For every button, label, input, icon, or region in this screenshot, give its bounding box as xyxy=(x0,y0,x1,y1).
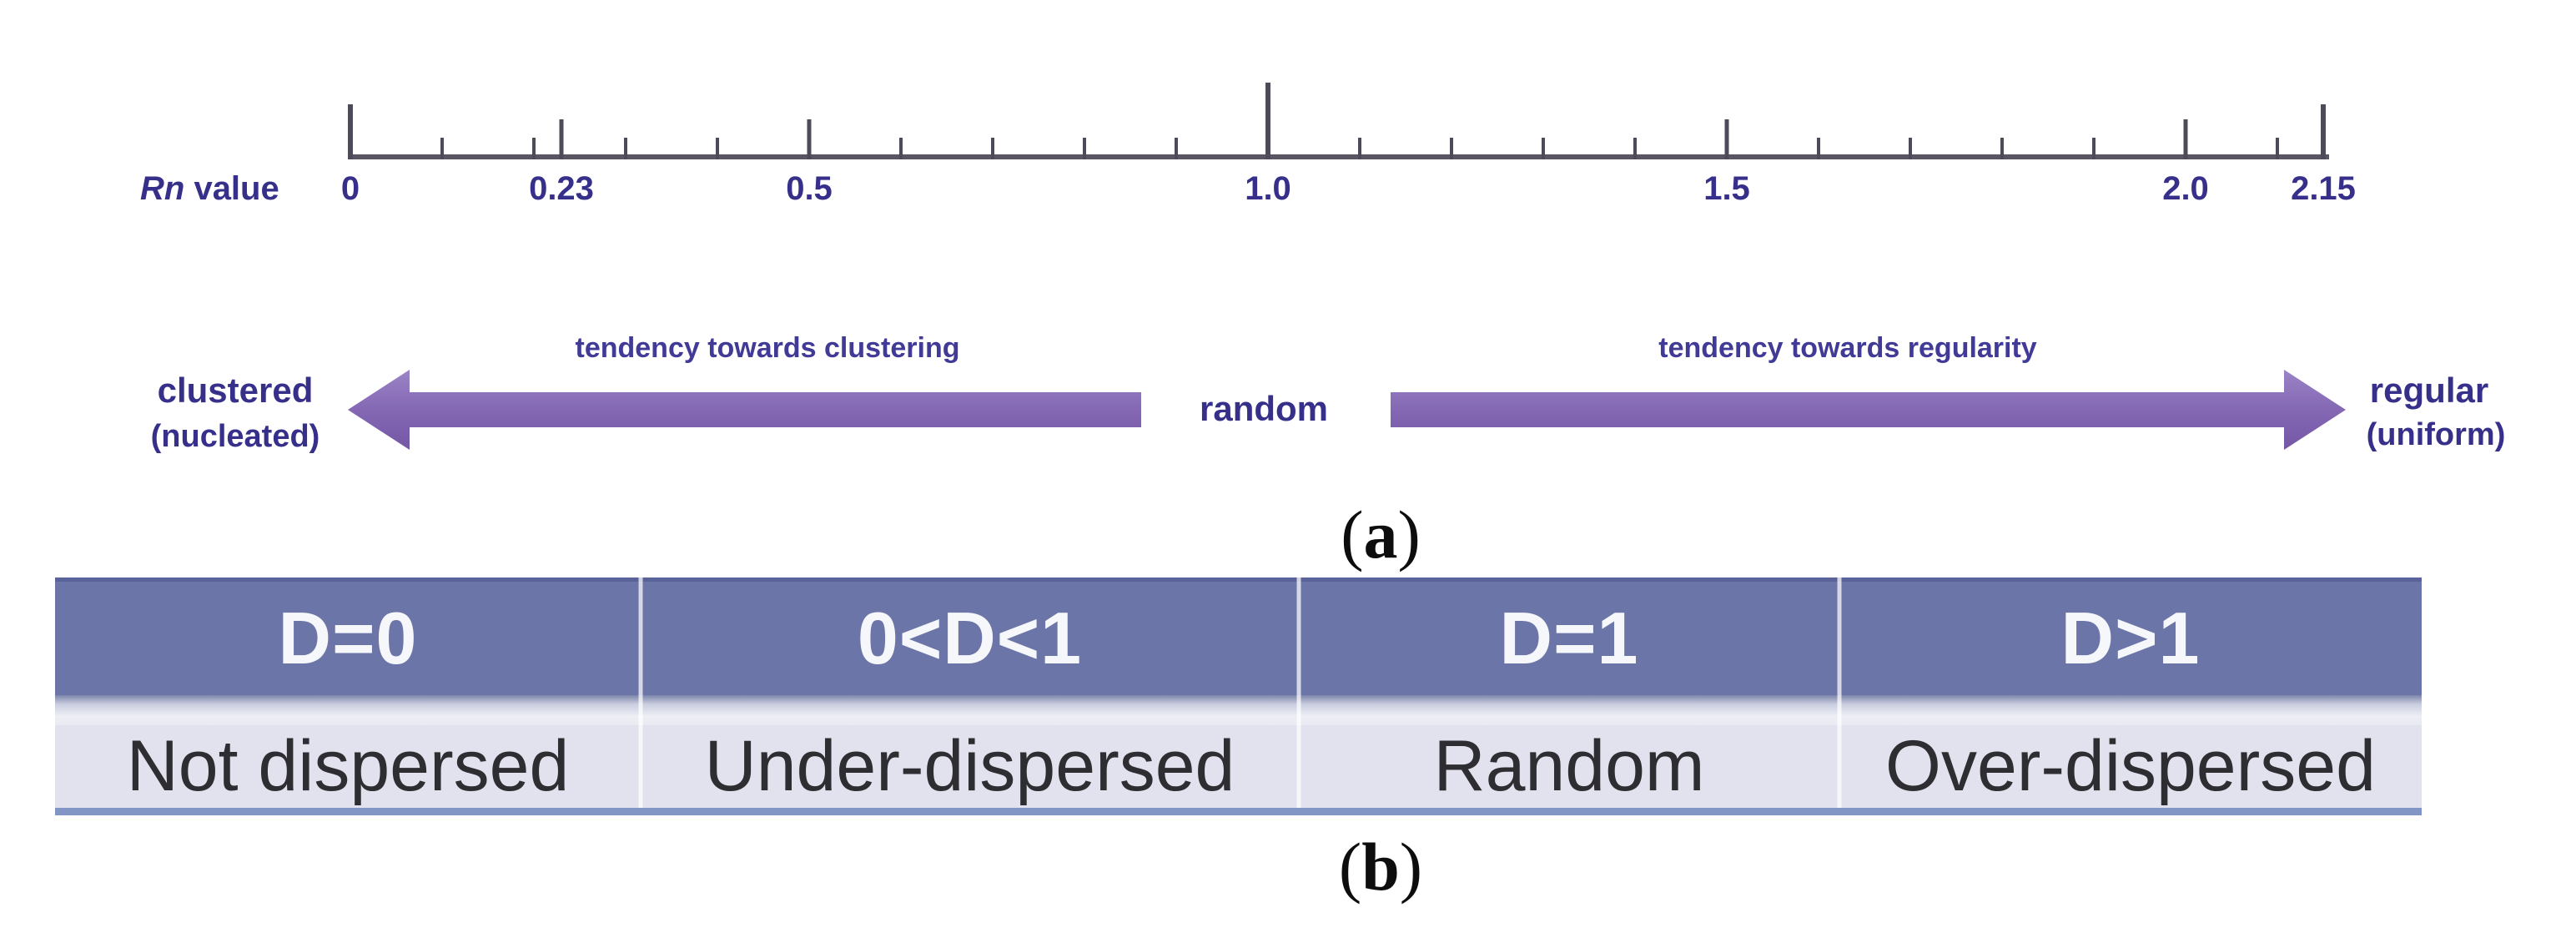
ruler-tick xyxy=(807,119,812,159)
nucleated-label: (nucleated) xyxy=(150,419,320,454)
ruler-tick xyxy=(991,138,994,159)
ruler-tick xyxy=(1817,138,1820,159)
caption-b-close: ) xyxy=(1399,829,1423,905)
ruler-axis-label-italic: Rn xyxy=(140,170,185,207)
ruler-tick xyxy=(2000,138,2004,159)
ruler-tick xyxy=(1724,119,1729,159)
ruler-tick xyxy=(2092,138,2096,159)
table-header-separator xyxy=(55,695,2422,725)
table-column-divider-3 xyxy=(1837,577,1842,808)
ruler-tick xyxy=(1909,138,1912,159)
right-arrow-note: tendency towards regularity xyxy=(1658,332,2037,364)
ruler-tick xyxy=(348,104,353,159)
dispersion-table: D=0 0<D<1 D=1 D>1 Not dispersed Under-di… xyxy=(55,577,2422,808)
caption-a-close: ) xyxy=(1397,497,1421,572)
uniform-label: (uniform) xyxy=(2366,417,2506,452)
ruler-tick-label: 0 xyxy=(340,170,360,207)
ruler-tick xyxy=(2183,119,2188,159)
right-arrow xyxy=(1391,370,2346,450)
ruler-tick xyxy=(899,138,903,159)
ruler-tick-label: 2.0 xyxy=(2162,170,2209,207)
ruler-tick xyxy=(624,138,627,159)
ruler-tick-label: 0.23 xyxy=(529,170,594,207)
ruler-tick xyxy=(559,119,564,159)
ruler-tick xyxy=(1450,138,1453,159)
caption-a-open: ( xyxy=(1341,497,1364,572)
ruler-tick-label: 2.15 xyxy=(2291,170,2356,207)
table-cell-random: Random xyxy=(1433,726,1705,806)
table-header-cell-d0: D=0 xyxy=(278,597,418,679)
ruler-tick xyxy=(1542,138,1545,159)
table-cell-under-dispersed: Under-dispersed xyxy=(704,726,1235,806)
ruler-tick-label: 0.5 xyxy=(786,170,833,207)
left-arrow-note: tendency towards clustering xyxy=(575,332,960,364)
table-column-divider-2 xyxy=(1296,577,1301,808)
caption-b-letter: b xyxy=(1361,829,1400,905)
ruler-tick xyxy=(1175,138,1178,159)
right-arrow-shape xyxy=(1391,370,2346,450)
ruler-tick xyxy=(440,138,444,159)
ruler-axis-label: Rn value xyxy=(140,170,279,208)
regular-label: regular xyxy=(2369,371,2489,410)
ruler-tick xyxy=(2321,104,2326,159)
left-arrow xyxy=(348,370,1141,450)
table-body-row: Not dispersed Under-dispersed Random Ove… xyxy=(55,725,2422,808)
table-header-cell-dgt1: D>1 xyxy=(2060,597,2201,679)
ruler-tick-label: 1.5 xyxy=(1703,170,1750,207)
table-cell-over-dispersed: Over-dispersed xyxy=(1885,726,2376,806)
ruler-axis-label-rest: value xyxy=(184,170,279,207)
ruler-tick xyxy=(2276,138,2279,159)
ruler-tick xyxy=(532,138,536,159)
ruler-tick xyxy=(716,138,719,159)
clustered-label: clustered xyxy=(157,371,314,410)
table-header-cell-0d1: 0<D<1 xyxy=(857,597,1083,679)
table-cell-not-dispersed: Not dispersed xyxy=(126,726,570,806)
caption-b: (b) xyxy=(1339,828,1422,906)
table-bottom-border xyxy=(55,808,2422,815)
ruler-tick xyxy=(1633,138,1637,159)
caption-b-open: ( xyxy=(1338,829,1362,905)
caption-a: (a) xyxy=(1341,496,1421,574)
random-label: random xyxy=(1199,389,1329,428)
left-arrow-shape xyxy=(348,370,1141,450)
ruler-baseline xyxy=(348,154,2329,159)
caption-a-letter: a xyxy=(1363,497,1398,572)
ruler-tick xyxy=(1265,83,1270,159)
ruler-tick xyxy=(1083,138,1086,159)
ruler-tick-label: 1.0 xyxy=(1245,170,1291,207)
ruler-tick xyxy=(1358,138,1361,159)
table-column-divider-1 xyxy=(638,577,643,808)
table-header-cell-d1: D=1 xyxy=(1499,597,1639,679)
table-header-row: D=0 0<D<1 D=1 D>1 xyxy=(55,577,2422,695)
panel-a: 0 0.23 0.5 1.0 1.5 2.0 2.15 Rn value tendency … xyxy=(140,83,2506,574)
